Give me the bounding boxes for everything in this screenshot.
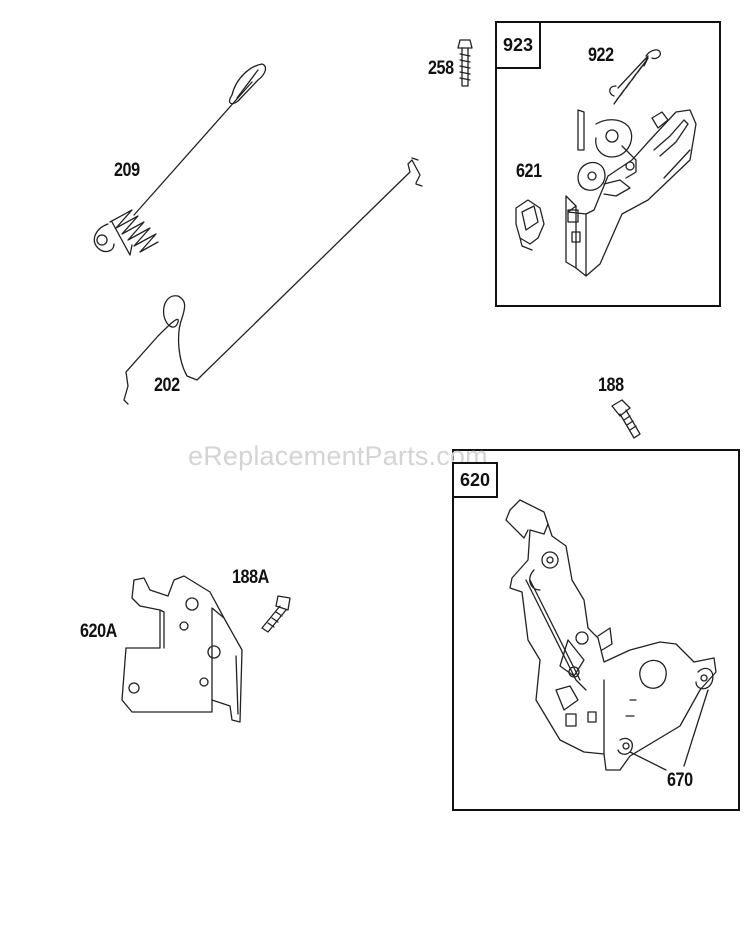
assembly-620-frame (452, 449, 740, 811)
screw-258 (457, 39, 473, 87)
spring-922 (609, 49, 662, 105)
label-209: 209 (114, 160, 140, 181)
spring-rod-209 (93, 63, 267, 256)
control-bracket-620 (505, 499, 717, 771)
screw-188a (261, 595, 291, 633)
label-258: 258 (428, 58, 454, 79)
label-923: 923 (495, 21, 541, 69)
clip-621 (515, 199, 545, 251)
watermark-text: eReplacementParts.com (188, 441, 488, 471)
label-188a: 188A (232, 567, 269, 588)
label-188: 188 (598, 375, 624, 396)
governor-link-202 (123, 157, 423, 405)
label-922: 922 (588, 45, 614, 66)
screw-188 (611, 399, 641, 439)
label-670: 670 (667, 770, 693, 791)
control-bracket-923 (565, 109, 697, 277)
label-621: 621 (516, 161, 542, 182)
label-620: 620 (452, 462, 498, 498)
label-202: 202 (154, 375, 180, 396)
label-620a: 620A (80, 621, 117, 642)
bracket-plate-620a (121, 575, 243, 723)
kit-923-frame (495, 21, 721, 307)
